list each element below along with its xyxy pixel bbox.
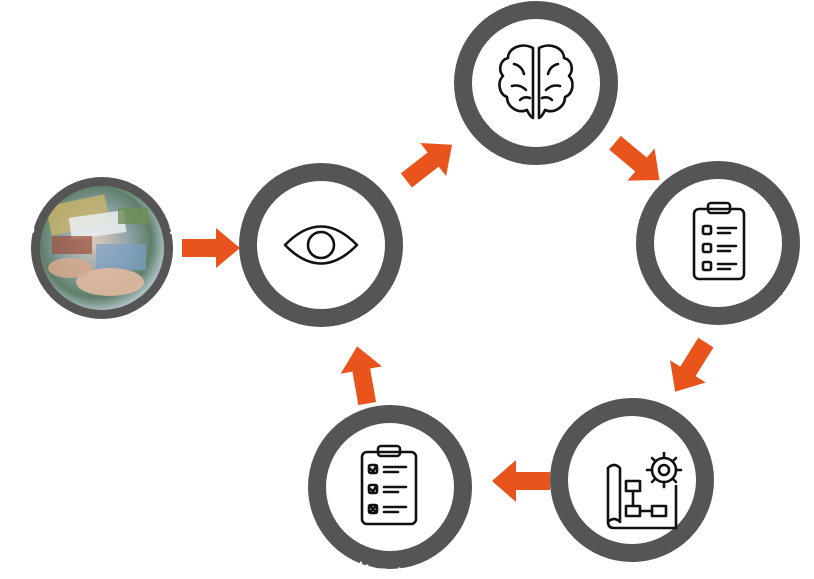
step-identifiera-ring	[239, 163, 403, 327]
step-identifiera: Identifiera	[239, 163, 403, 348]
start-node: Förstå - konceptet digitala tvillingar	[0, 0, 183, 319]
step-testa-label: Testa	[612, 564, 653, 579]
step-utvardera-label: Utvärdera	[354, 558, 427, 579]
step-analysera-ring	[454, 1, 618, 165]
arrow-analysera-to-planera	[609, 135, 660, 181]
arrow-planera-to-testa	[670, 337, 714, 392]
step-testa: Testa	[550, 398, 714, 579]
step-utvardera: Utvärdera	[308, 405, 472, 579]
arrow-utvardera-to-identifiera	[340, 346, 382, 406]
digital-twin-photo	[40, 186, 164, 310]
step-planera: Planera	[636, 161, 800, 346]
arrow-identifiera-to-analysera	[400, 142, 453, 188]
blueprint-gear-icon	[606, 451, 683, 530]
step-analysera: Analysera	[454, 1, 618, 183]
step-planera-label: Planera	[690, 324, 747, 346]
clipboard-list-icon	[692, 201, 746, 281]
arrow-start-to-identifiera	[182, 228, 240, 268]
arrow-testa-to-utvardera	[492, 460, 550, 502]
brain-icon	[498, 44, 574, 120]
step-planera-ring	[636, 161, 800, 325]
eye-icon	[283, 225, 359, 265]
clipboard-checklist-icon	[360, 444, 418, 526]
